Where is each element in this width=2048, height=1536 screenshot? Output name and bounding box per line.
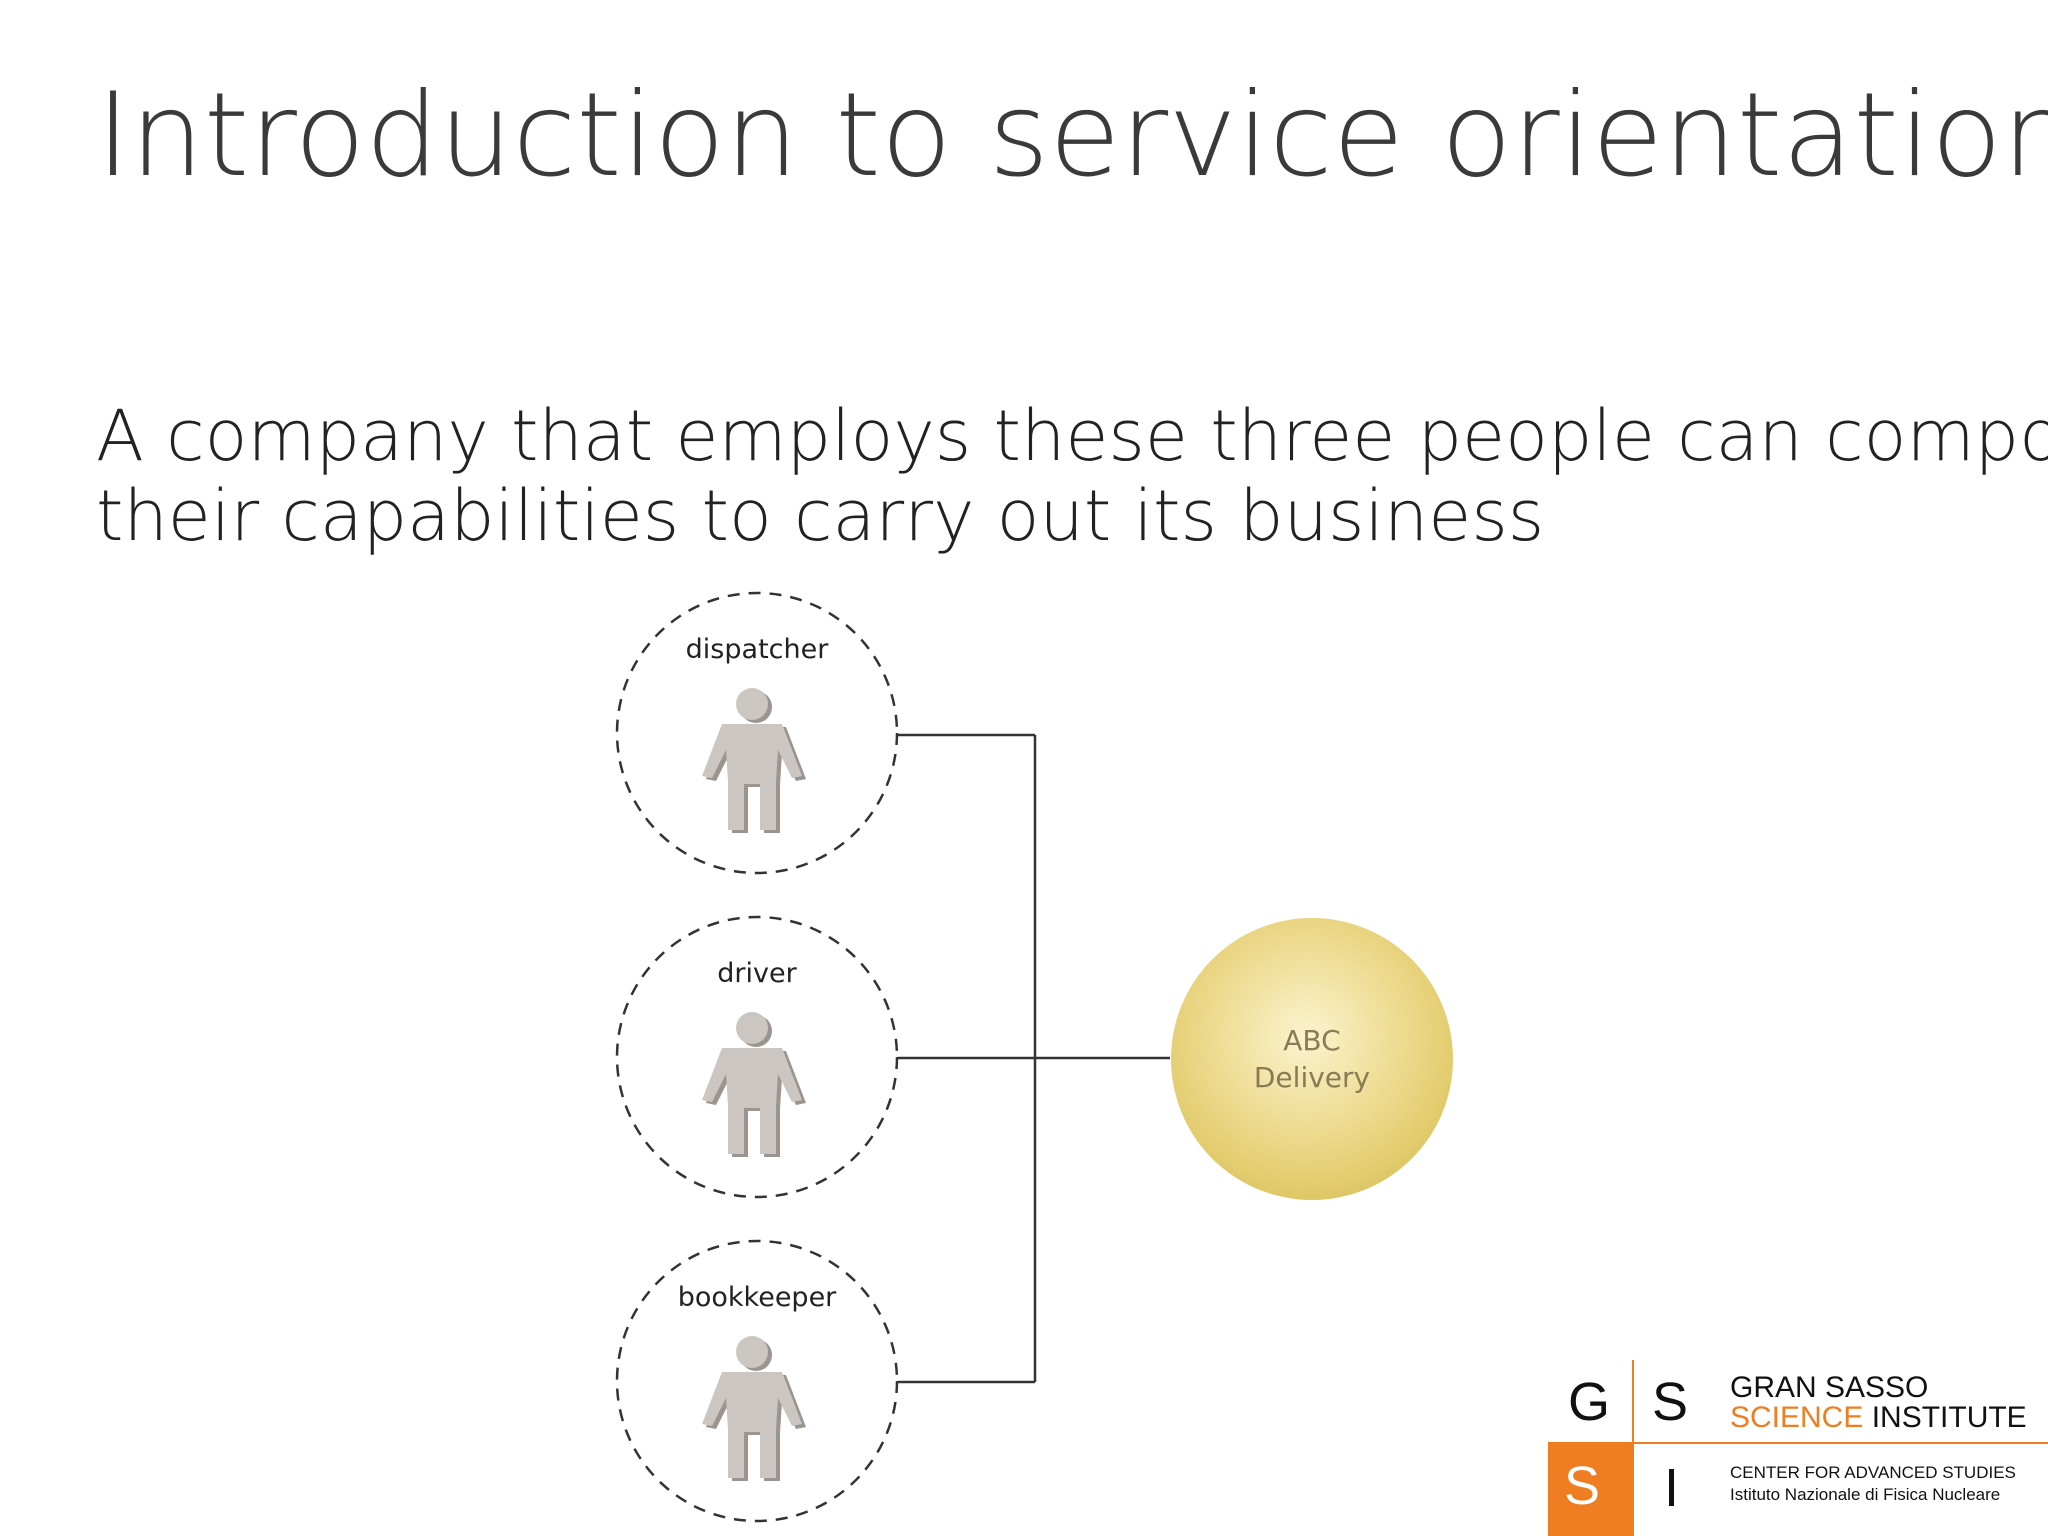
logo-orange-box: S [1548, 1442, 1632, 1536]
gssi-logo: G S S I GRAN SASSO SCIENCE INSTITUTE CEN… [1540, 1350, 2048, 1536]
logo-name-rest: INSTITUTE [1863, 1401, 2027, 1434]
person-icon [702, 1012, 806, 1157]
dashed-circle [615, 915, 899, 1199]
logo-letter-g: G [1568, 1372, 1611, 1432]
dashed-circle [615, 1239, 899, 1523]
body-line-2: their capabilities to carry out its busi… [96, 475, 1545, 557]
logo-letter-i: I [1664, 1458, 1680, 1518]
logo-letter-s: S [1652, 1372, 1689, 1432]
body-line-1: A company that employs these three peopl… [96, 395, 2048, 477]
slide-title: Introduction to service orientation [96, 68, 2048, 203]
logo-divider-horizontal [1632, 1442, 2048, 1444]
person-label: driver [717, 958, 797, 989]
connector-lines [898, 733, 1170, 1384]
slide-body-text: A company that employs these three peopl… [96, 395, 2048, 557]
logo-name-line2: SCIENCE INSTITUTE [1730, 1402, 2027, 1434]
logo-name-line1: GRAN SASSO [1730, 1371, 1929, 1404]
logo-subtitle-line1: CENTER FOR ADVANCED STUDIES [1730, 1463, 2016, 1482]
person-icon [702, 1336, 806, 1481]
composite-label-line1: ABC [1283, 1024, 1340, 1057]
logo-divider-vertical [1632, 1360, 1634, 1536]
dashed-circle [615, 591, 899, 875]
person-node-bookkeeper: bookkeeper [615, 1239, 899, 1523]
person-node-driver: driver [615, 915, 899, 1199]
logo-name-accent: SCIENCE [1730, 1401, 1864, 1434]
person-icon [702, 688, 806, 833]
composite-node-abc-delivery: ABC Delivery [1171, 918, 1453, 1200]
person-label: bookkeeper [678, 1282, 837, 1313]
logo-letter-s-white: S [1564, 1456, 1601, 1516]
person-label: dispatcher [686, 634, 830, 665]
gold-sphere [1171, 918, 1453, 1200]
logo-subtitle-line2: Istituto Nazionale di Fisica Nucleare [1730, 1485, 2001, 1504]
composite-label-line2: Delivery [1254, 1061, 1370, 1094]
person-node-dispatcher: dispatcher [615, 591, 899, 875]
